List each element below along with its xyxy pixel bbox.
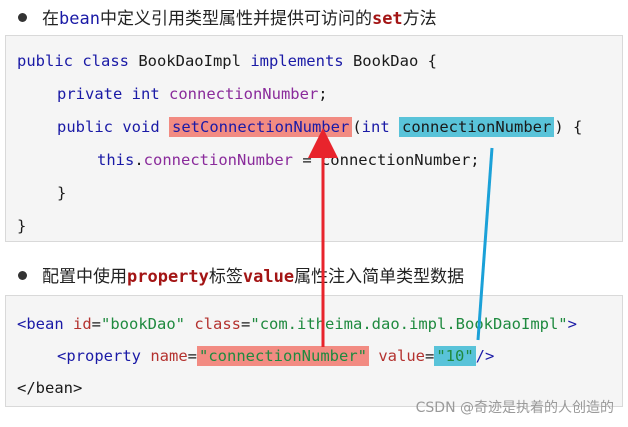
heading-text: 配置中使用: [42, 267, 127, 287]
name-value-highlight: "connectionNumber": [197, 346, 369, 366]
heading-text: 属性注入简单类型数据: [294, 267, 465, 287]
property-keyword: property: [127, 267, 209, 287]
heading-text: 在: [42, 9, 59, 29]
bullet-icon: [18, 12, 27, 22]
bullet-icon: [18, 270, 27, 280]
code-line: }: [17, 217, 27, 235]
value-value-highlight: "10": [434, 346, 476, 366]
set-keyword: set: [371, 9, 403, 29]
xml-code-block: <bean id="bookDao" class="com.itheima.da…: [5, 295, 623, 407]
code-line: </bean>: [17, 379, 83, 397]
heading-text: 标签: [208, 267, 243, 287]
section-heading-1: 在bean中定义引用类型属性并提供可访问的set方法: [18, 4, 437, 29]
code-line: <property name="connectionNumber" value=…: [57, 346, 495, 366]
heading-text: 方法: [402, 9, 437, 29]
watermark: CSDN @奇迹是执着的人创造的: [415, 400, 614, 416]
code-line: }: [57, 184, 67, 202]
heading-text: 中定义引用类型属性并提供可访问的: [99, 9, 372, 29]
code-line: public void setConnectionNumber(int conn…: [57, 117, 583, 137]
setter-method-highlight: setConnectionNumber: [169, 117, 353, 137]
code-line: <bean id="bookDao" class="com.itheima.da…: [17, 315, 577, 333]
bean-keyword: bean: [59, 9, 100, 29]
java-code-block: public class BookDaoImpl implements Book…: [5, 35, 623, 242]
code-line: private int connectionNumber;: [57, 85, 328, 103]
section-heading-2: 配置中使用property标签value属性注入简单类型数据: [18, 262, 464, 287]
code-line: this.connectionNumber = connectionNumber…: [97, 151, 480, 169]
code-line: public class BookDaoImpl implements Book…: [17, 52, 437, 70]
param-name-highlight: connectionNumber: [399, 117, 555, 137]
value-keyword: value: [242, 267, 295, 287]
